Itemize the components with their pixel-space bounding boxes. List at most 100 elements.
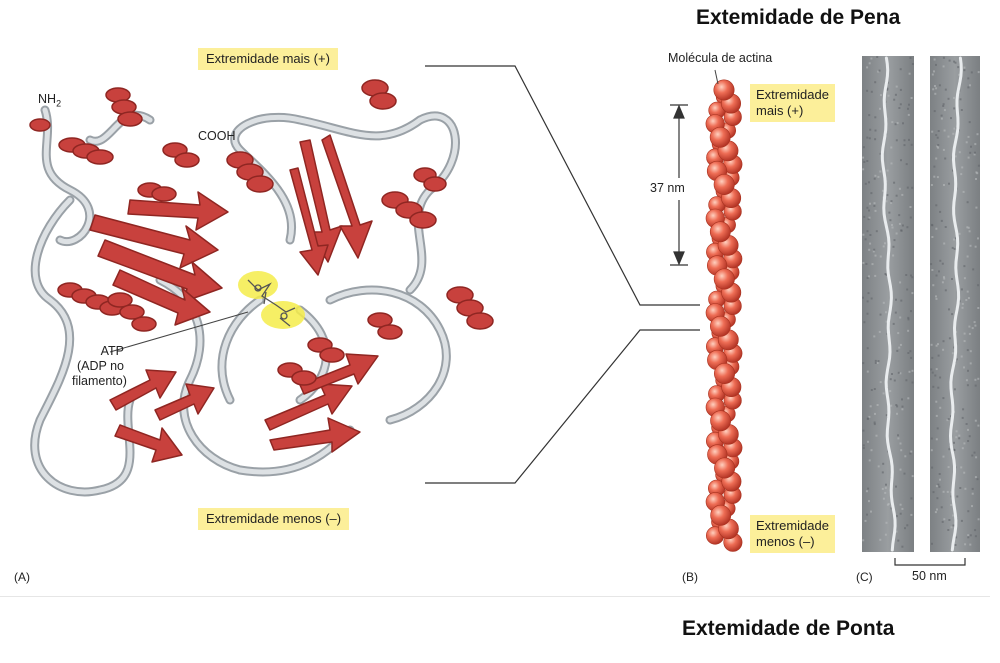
micrograph-speckle xyxy=(930,263,933,266)
micrograph-speckle xyxy=(903,472,906,475)
micrograph-speckle xyxy=(957,66,960,69)
micrograph-speckle xyxy=(942,455,945,458)
micrograph-speckle xyxy=(942,348,945,351)
micrograph-speckle xyxy=(869,405,872,408)
micrograph-speckle xyxy=(967,510,970,513)
micrograph-speckle xyxy=(896,122,899,124)
micrograph-speckle xyxy=(875,230,878,233)
micrograph-speckle xyxy=(969,350,972,353)
micrograph-speckle xyxy=(876,404,879,406)
micrograph-speckle xyxy=(887,94,890,97)
micrograph-speckle xyxy=(896,412,898,415)
micrograph-speckle xyxy=(876,56,879,58)
micrograph-speckle xyxy=(866,417,869,420)
micrograph-speckle xyxy=(935,274,938,277)
micrograph-speckle xyxy=(953,60,956,63)
atp-line-2: (ADP no xyxy=(76,359,124,373)
micrograph-speckle xyxy=(954,61,957,64)
micrograph-speckle xyxy=(901,398,903,401)
micrograph-speckle xyxy=(885,200,888,203)
micrograph-speckle xyxy=(910,310,912,313)
micrograph-speckle xyxy=(950,415,952,418)
micrograph-speckle xyxy=(969,84,971,87)
micrograph-speckle xyxy=(900,449,903,452)
micrograph-speckle xyxy=(895,404,898,406)
micrograph-speckle xyxy=(936,497,939,500)
nh2-text: NH xyxy=(38,92,57,106)
micrograph-speckle xyxy=(960,355,963,358)
zoom-lines xyxy=(425,65,700,484)
micrograph-speckle xyxy=(969,151,972,154)
micrograph-speckle xyxy=(971,454,974,457)
micrograph-speckle xyxy=(897,539,900,542)
micrograph-speckle xyxy=(890,201,893,204)
micrograph-speckle xyxy=(893,181,896,184)
micrograph-speckle xyxy=(886,88,889,91)
micrograph-speckle xyxy=(879,255,882,258)
micrograph-speckle xyxy=(911,276,914,279)
divider xyxy=(0,596,990,597)
micrograph-speckle xyxy=(886,87,889,90)
micrograph-speckle xyxy=(877,70,880,73)
atp-molecule xyxy=(238,271,305,329)
micrograph-speckle xyxy=(909,206,912,208)
micrograph-speckle xyxy=(935,297,938,300)
cooh-label: COOH xyxy=(198,129,236,143)
micrograph-speckle xyxy=(968,230,971,233)
micrograph-speckle xyxy=(977,377,980,380)
micrograph-speckle xyxy=(948,519,951,521)
micrograph-speckle xyxy=(931,356,934,359)
micrograph-speckle xyxy=(975,171,978,174)
micrograph-speckle xyxy=(973,153,976,156)
micrograph-speckle xyxy=(950,526,953,529)
micrograph-speckle xyxy=(936,508,938,511)
micrograph-speckle xyxy=(937,354,940,357)
micrograph-speckle xyxy=(895,85,898,88)
micrograph-speckle xyxy=(947,466,950,469)
micrograph-speckle xyxy=(891,226,894,229)
micrograph-speckle xyxy=(947,418,950,421)
micrograph-panels xyxy=(862,56,980,552)
micrograph-speckle xyxy=(874,174,877,177)
actin-bead xyxy=(709,126,731,148)
micrograph-speckle xyxy=(910,497,913,500)
micrograph-speckle xyxy=(935,485,938,488)
micrograph-speckle xyxy=(977,164,980,167)
micrograph-speckle xyxy=(900,159,902,162)
micrograph-speckle xyxy=(961,166,964,169)
micrograph-speckle xyxy=(970,145,972,148)
micrograph-speckle xyxy=(898,187,901,190)
plus-end-b-line-1: Extremidade xyxy=(756,87,829,102)
repeat-measure xyxy=(670,104,688,266)
micrograph-speckle xyxy=(908,72,911,75)
micrograph-speckle xyxy=(958,434,961,437)
micrograph-speckle xyxy=(906,226,909,229)
micrograph-speckle xyxy=(903,139,906,142)
micrograph-speckle xyxy=(899,88,902,91)
micrograph-speckle xyxy=(895,515,898,518)
micrograph-speckle xyxy=(901,224,904,227)
micrograph-speckle xyxy=(936,427,939,430)
micrograph-speckle xyxy=(885,414,888,417)
micrograph-speckle xyxy=(967,536,970,539)
micrograph-speckle xyxy=(881,487,884,490)
plus-end-b-line-2: mais (+) xyxy=(756,103,804,118)
scale-bar-label: 50 nm xyxy=(912,569,947,583)
micrograph-speckle xyxy=(976,478,979,481)
micrograph-speckle xyxy=(890,200,893,203)
micrograph-speckle xyxy=(907,318,910,321)
micrograph-speckle xyxy=(862,539,865,542)
micrograph-speckle xyxy=(953,127,956,130)
micrograph-speckle xyxy=(892,254,895,257)
micrograph-speckle xyxy=(935,63,937,66)
micrograph-speckle xyxy=(905,379,908,382)
micrograph-speckle xyxy=(936,176,939,179)
micrograph-speckle xyxy=(958,437,961,440)
micrograph-speckle xyxy=(866,277,869,279)
micrograph-speckle xyxy=(975,178,977,180)
micrograph-speckle xyxy=(866,312,869,315)
micrograph-speckle xyxy=(892,322,895,325)
micrograph-speckle xyxy=(963,471,966,474)
micrograph-speckle xyxy=(952,169,954,172)
micrograph-speckle xyxy=(947,529,950,531)
